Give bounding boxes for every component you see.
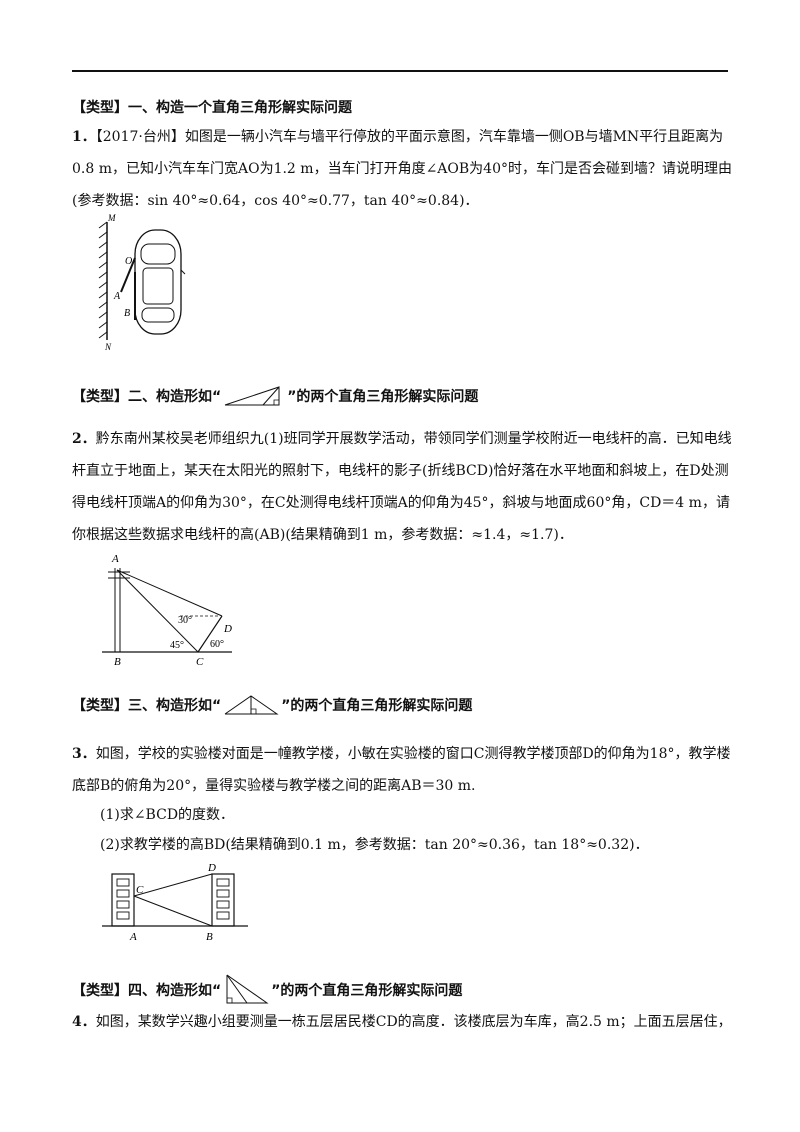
section-tag: 【类型】	[72, 389, 128, 405]
label-B: B	[114, 656, 121, 668]
double-triangle-icon-a	[225, 386, 280, 406]
problem-text: 如图，某数学兴趣小组要测量一栋五层居民楼CD的高度．该楼底层为车库，高2.5 m…	[95, 1014, 732, 1030]
label-B: B	[206, 931, 213, 943]
label-D: D	[223, 623, 232, 635]
label-C: C	[196, 656, 204, 668]
section-tag: 【类型】	[72, 983, 128, 999]
label-A: A	[129, 931, 137, 943]
label-O: O	[125, 256, 132, 267]
problem-1: 1．【2017·台州】如图是一辆小汽车与墙平行停放的平面示意图，汽车靠墙一侧OB…	[72, 121, 732, 217]
problem-text: 黔东南州某校吴老师组织九(1)班同学开展数学活动，带领同学们测量学校附近一电线杆…	[72, 431, 732, 543]
section-heading-1: 【类型】 一、构造一个直角三角形解实际问题	[72, 97, 352, 117]
label-N: N	[104, 342, 112, 352]
label-C: C	[136, 884, 144, 896]
label-B: B	[124, 308, 130, 319]
section-title-prefix: 三、构造形如“	[128, 698, 222, 714]
section-heading-3: 【类型】 三、构造形如“ ”的两个直角三角形解实际问题	[72, 694, 472, 716]
label-30deg: 30°	[178, 615, 192, 626]
label-A: A	[113, 291, 121, 302]
section-title-suffix: ”的两个直角三角形解实际问题	[287, 389, 479, 405]
label-A: A	[111, 553, 119, 565]
double-triangle-icon-c	[226, 974, 269, 1004]
problem-number: 2．	[72, 431, 96, 447]
label-D: D	[207, 862, 216, 874]
problem-number: 4．	[72, 1014, 96, 1030]
problem-number: 1．	[72, 129, 96, 145]
section-title-suffix: ”的两个直角三角形解实际问题	[271, 983, 463, 999]
section-tag: 【类型】	[72, 698, 128, 714]
two-buildings-figure: C D A B	[102, 862, 248, 943]
problem-3: 3．如图，学校的实验楼对面是一幢教学楼，小敏在实验楼的窗口C测得教学楼顶部D的仰…	[72, 738, 732, 802]
problem-text: 如图，学校的实验楼对面是一幢教学楼，小敏在实验楼的窗口C测得教学楼顶部D的仰角为…	[72, 746, 731, 794]
section-title-suffix: ”的两个直角三角形解实际问题	[281, 698, 473, 714]
double-triangle-icon-b	[224, 695, 279, 715]
section-title-prefix: 四、构造形如“	[128, 983, 222, 999]
problem-3-part-1: (1)求∠BCD的度数．	[100, 807, 235, 823]
problem-4: 4．如图，某数学兴趣小组要测量一栋五层居民楼CD的高度．该楼底层为车库，高2.5…	[72, 1006, 732, 1038]
section-heading-2: 【类型】 二、构造形如“ ”的两个直角三角形解实际问题	[72, 385, 478, 407]
problem-text: 【2017·台州】如图是一辆小汽车与墙平行停放的平面示意图，汽车靠墙一侧OB与墙…	[72, 129, 732, 209]
problem-2: 2．黔东南州某校吴老师组织九(1)班同学开展数学活动，带领同学们测量学校附近一电…	[72, 423, 732, 551]
pole-shadow-figure: A 30° D 45° 60° B C	[102, 553, 232, 668]
label-45deg: 45°	[170, 640, 184, 651]
top-rule	[72, 70, 728, 72]
label-M: M	[107, 213, 116, 223]
problem-number: 3．	[72, 746, 96, 762]
section-title: 一、构造一个直角三角形解实际问题	[128, 100, 352, 116]
problem-3-part-2: (2)求教学楼的高BD(结果精确到0.1 m，参考数据：tan 20°≈0.36…	[100, 837, 649, 853]
section-tag: 【类型】	[72, 100, 128, 116]
section-heading-4: 【类型】 四、构造形如“ ”的两个直角三角形解实际问题	[72, 973, 462, 1007]
label-60deg: 60°	[210, 639, 224, 650]
car-wall-figure: M N O A B	[98, 213, 186, 352]
section-title-prefix: 二、构造形如“	[128, 389, 222, 405]
